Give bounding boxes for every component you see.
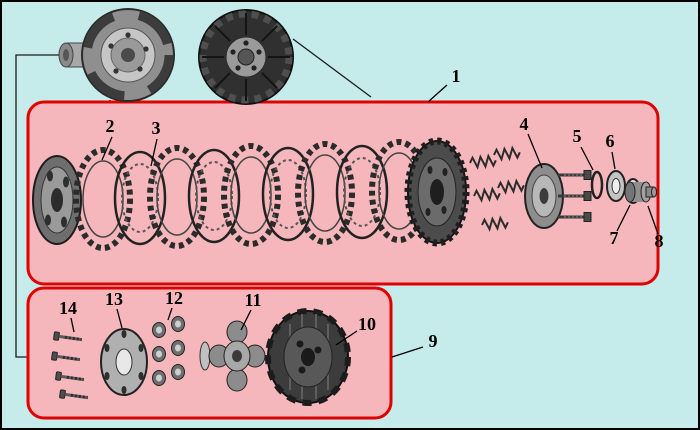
part-inner-drum (32, 155, 82, 245)
basket-slot (214, 72, 231, 89)
callout-label-13: 13 (105, 289, 123, 309)
spring-icon (493, 145, 521, 162)
part-clutch-springs (469, 145, 525, 232)
callout-label-8: 8 (655, 231, 664, 251)
screw-icon (55, 371, 84, 382)
bolt-dot (235, 65, 241, 71)
callout-label-5: 5 (573, 126, 582, 146)
part-friction-disc (73, 147, 133, 251)
callout-label-10: 10 (358, 314, 376, 334)
part-hub-spider (208, 320, 266, 392)
spring-icon (481, 215, 509, 232)
part-friction-disc (221, 143, 281, 247)
basket-slot (261, 25, 278, 42)
basket-hub-hole (237, 48, 255, 66)
part-rollers (152, 316, 185, 386)
part-clutch-drum (265, 308, 351, 406)
spring-icon (473, 186, 501, 203)
part-pressure-plate (524, 163, 592, 229)
photo-clutch-assembled (58, 8, 175, 102)
part-circlip (590, 170, 604, 200)
bolt-dot (230, 49, 236, 55)
callout-label-14: 14 (59, 298, 77, 318)
part-steel-plate (187, 148, 241, 244)
bolt (558, 170, 592, 180)
basket-slot (214, 25, 231, 42)
clutch-center-hole (121, 48, 135, 62)
callout-6: 6 (606, 131, 616, 170)
roller-icon (152, 322, 166, 338)
callout-3: 3 (150, 118, 161, 167)
part-washer (606, 170, 626, 202)
part-friction-disc (295, 141, 355, 245)
callout-label-1: 1 (452, 66, 461, 86)
callout-label-7: 7 (610, 228, 619, 248)
part-clutch-center-sprocket (404, 137, 470, 247)
part-nut (624, 181, 657, 203)
callout-7: 7 (610, 204, 631, 248)
callout-11: 11 (240, 290, 262, 331)
callout-9: 9 (391, 331, 438, 358)
callout-label-11: 11 (244, 290, 261, 310)
roller-icon (171, 364, 185, 380)
photo-clutch-basket (198, 9, 294, 105)
spring-icon (497, 178, 525, 195)
callout-label-3: 3 (152, 118, 161, 138)
bolt (558, 191, 592, 201)
callout-13: 13 (105, 289, 123, 329)
bolt-dot (125, 32, 131, 38)
clutch-rim-segments (82, 9, 174, 101)
screw-icon (59, 389, 88, 400)
part-friction-disc (147, 145, 207, 249)
part-screws (51, 331, 88, 400)
roller-icon (171, 316, 185, 332)
callout-label-6: 6 (606, 131, 615, 151)
bolt-dot (243, 40, 249, 46)
bolt (558, 212, 592, 222)
bolt-dot (108, 43, 114, 49)
roller-icon (152, 346, 166, 362)
part-retainer-plate (100, 328, 148, 396)
callout-10: 10 (335, 314, 376, 346)
roller-icon (171, 340, 185, 356)
callout-label-4: 4 (520, 114, 529, 134)
bolt-dot (113, 68, 119, 74)
callout-12: 12 (165, 288, 183, 321)
screw-icon (51, 351, 80, 362)
callout-14: 14 (59, 298, 77, 333)
connector-line-left (15, 54, 62, 358)
callout-8: 8 (647, 205, 664, 251)
basket-slot (261, 72, 278, 89)
connector-line-photo-to-panel (292, 38, 372, 98)
roller-icon (152, 370, 166, 386)
bolt-dot (256, 49, 262, 55)
callout-2: 2 (101, 116, 115, 161)
bolt-dot (143, 46, 149, 52)
part-steel-plate (113, 150, 167, 246)
screw-icon (53, 331, 82, 342)
part-steel-plate (261, 146, 315, 242)
shaft-end-hole (63, 49, 69, 61)
callout-4: 4 (520, 114, 543, 169)
bolt-dot (251, 65, 257, 71)
callout-5: 5 (573, 126, 594, 171)
callout-label-2: 2 (106, 116, 115, 136)
spring-icon (469, 153, 497, 170)
part-steel-plate (335, 144, 389, 240)
callout-label-9: 9 (429, 331, 438, 351)
callout-1: 1 (427, 66, 461, 103)
callout-label-12: 12 (165, 288, 183, 308)
bolt-dot (137, 66, 143, 72)
